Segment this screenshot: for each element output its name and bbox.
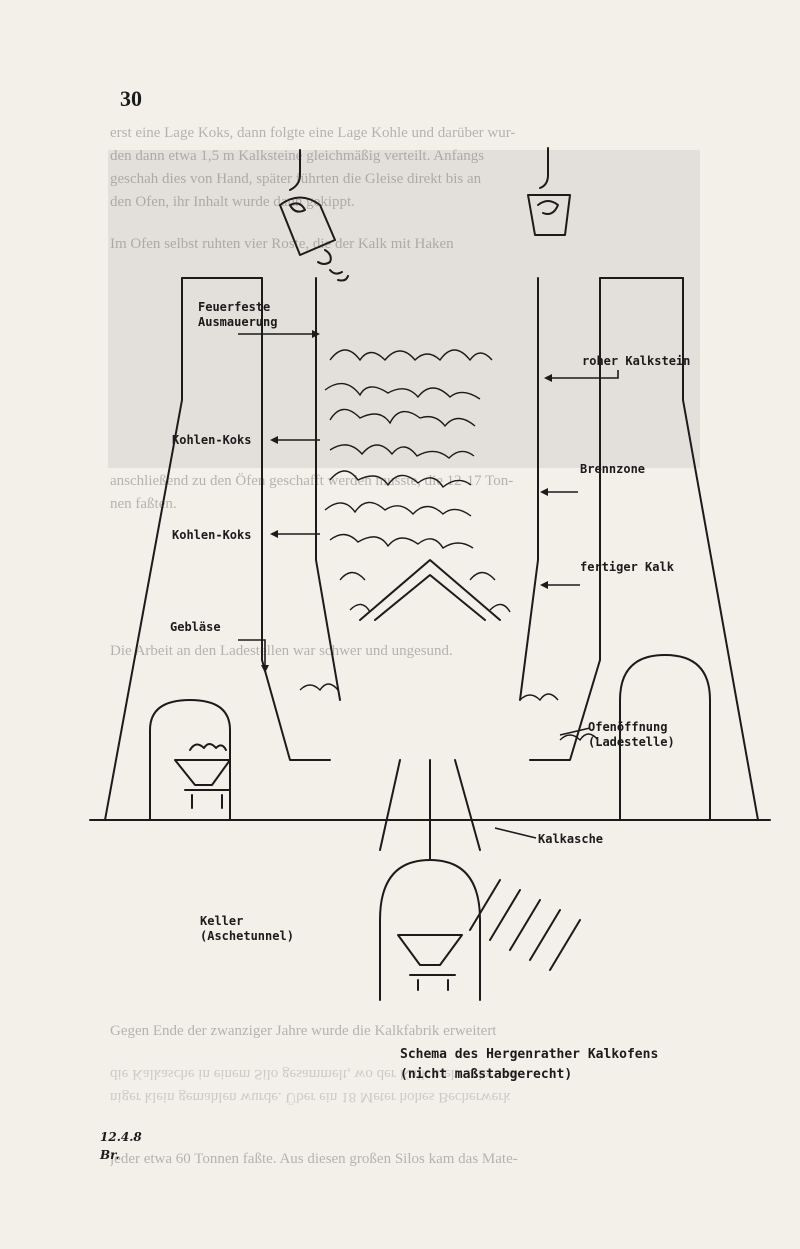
bleed-text-line: anschließend zu den Öfen geschafft werde… [110,473,514,489]
hatching [469,879,581,971]
right-arch [619,654,711,821]
page-number: 30 [120,86,142,111]
limestone-fill [299,349,599,742]
lower-shaft [261,659,601,761]
label-kohlen-koks-lower: Kohlen-Koks [172,528,252,542]
label-kohlen-koks-upper: Kohlen-Koks [172,433,252,447]
diagram-caption: Schema des Hergenrather Kalkofens (nicht… [400,1047,659,1082]
grey-photo-bleed-area [108,150,700,468]
label-keller: Keller (Aschetunnel) [200,914,294,943]
central-cone [359,559,501,621]
kiln-outer-wall-left [104,277,183,821]
label-feuerfeste-ausmauerung: Feuerfeste Ausmauerung [198,300,278,329]
ash-fall-lines [379,759,481,861]
bleed-text-line: jeder etwa 60 Tonnen faßte. Aus diesen g… [110,1151,518,1167]
left-bucket-icon [279,149,349,282]
cellar-hopper-icon [397,934,463,991]
label-fertiger-kalk: fertiger Kalk [580,560,674,574]
kiln-outer-wall-right [682,277,759,821]
bleed-text-line: Die Arbeit an den Ladestellen war schwer… [110,643,453,659]
shaft-right-inner [519,277,539,701]
label-roher-kalkstein: roher Kalkstein [582,354,691,368]
bleed-text-line: den dann etwa 1,5 m Kalksteine gleichmäß… [110,148,485,164]
bleed-text-line: geschah dies von Hand, später führten di… [110,171,482,187]
handwritten-date: 12.4.8 [100,1130,142,1144]
label-arrows [238,333,619,839]
handwritten-initials: Br. [100,1148,120,1162]
shaft-left-inner [315,277,341,701]
label-geblaese: Gebläse [170,620,221,634]
handwritten-note: 12.4.8 Br. [100,1128,142,1164]
label-ofenoeffnung: Ofenöffnung (Ladestelle) [588,720,675,749]
label-brennzone: Brennzone [580,462,646,476]
left-arch [149,699,231,821]
label-kalkasche: Kalkasche [538,832,604,846]
bleed-text-line: nen faßten. [110,496,177,512]
right-bucket-icon [527,147,571,236]
cellar-tunnel [379,859,481,1001]
left-cart-icon [174,743,231,809]
bleed-text-line: Im Ofen selbst ruhten vier Roste, die de… [110,236,454,252]
arrow-heads [261,330,552,673]
bleed-text-line: Gegen Ende der zwanziger Jahre wurde die… [110,1023,497,1039]
bleed-text-line: erst eine Lage Koks, dann folgte eine La… [110,125,516,141]
